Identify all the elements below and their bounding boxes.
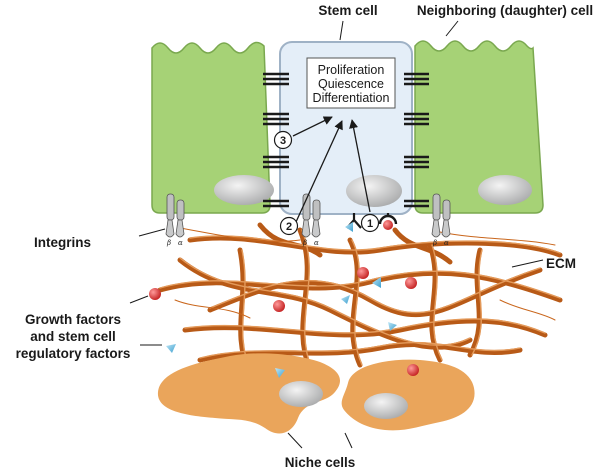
fate-differentiation: Differentiation	[313, 91, 390, 105]
blue-factor	[345, 222, 353, 232]
cell-junctions-left	[263, 72, 289, 208]
integrin-beta-stem: β	[302, 239, 307, 247]
cell-junctions-right	[404, 72, 429, 208]
ecm-fibers	[157, 222, 563, 378]
svg-text:2: 2	[286, 221, 292, 233]
label-growth-factors-line3: regulatory factors	[16, 346, 131, 361]
integrin-alpha-right: α	[444, 239, 449, 247]
integrin-right: β α	[431, 193, 451, 247]
cell-fate-box: Proliferation Quiescence Differentiation	[306, 57, 396, 109]
label-integrins: Integrins	[34, 235, 91, 250]
blue-factor	[388, 322, 397, 331]
niche-nucleus-right	[364, 393, 408, 419]
integrin-beta-left: β	[166, 239, 171, 247]
label-stem-cell: Stem cell	[318, 3, 377, 18]
leader-lines	[129, 20, 544, 449]
niche-cell-right	[341, 359, 475, 431]
integrin-alpha-stem: α	[314, 239, 319, 247]
neighbor-cell-right	[414, 40, 544, 214]
niche-nucleus-left	[279, 381, 323, 407]
red-factor	[405, 277, 417, 289]
red-factor	[357, 267, 369, 279]
nucleus-left	[214, 175, 274, 205]
marker-2: 2	[279, 216, 299, 236]
fate-quiescence: Quiescence	[318, 77, 384, 91]
marker-3: 3	[273, 130, 293, 150]
niche-cell-left	[157, 353, 340, 434]
fate-proliferation: Proliferation	[318, 63, 385, 77]
red-factor	[383, 220, 393, 230]
red-factor	[407, 364, 419, 376]
integrin-left: β α	[165, 193, 185, 247]
red-factor	[149, 288, 161, 300]
blue-factor	[372, 277, 381, 288]
nucleus-stem	[346, 175, 402, 207]
blue-factor	[341, 295, 350, 304]
label-niche-cells: Niche cells	[285, 455, 356, 470]
growth-factors	[149, 220, 419, 378]
nucleus-right	[478, 175, 532, 205]
integrin-beta-right: β	[432, 239, 437, 247]
svg-text:3: 3	[280, 135, 286, 147]
neighbor-cell-left	[151, 41, 274, 214]
label-growth-factors-line1: Growth factors	[25, 312, 121, 327]
label-growth-factors-line2: and stem cell	[30, 329, 116, 344]
receptor-cup-shaped	[378, 213, 398, 225]
marker-1: 1	[360, 213, 380, 233]
blue-factor	[166, 344, 176, 353]
label-neighboring-cell: Neighboring (daughter) cell	[417, 3, 593, 18]
blue-factor	[275, 368, 285, 378]
label-ecm: ECM	[546, 256, 576, 271]
svg-text:1: 1	[367, 218, 373, 230]
red-factor	[273, 300, 285, 312]
integrin-stem: β α	[301, 193, 321, 247]
integrin-alpha-left: α	[178, 239, 183, 247]
signal-arrows	[292, 116, 371, 223]
